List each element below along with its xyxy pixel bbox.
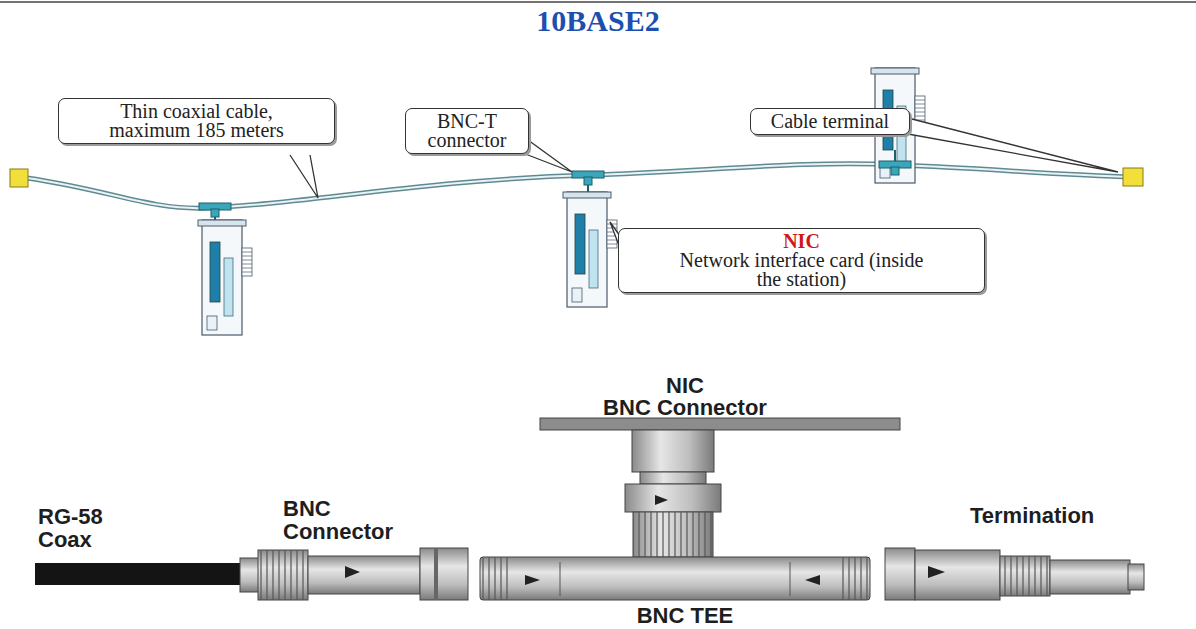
callout-text: Cable terminal — [760, 112, 900, 131]
callout-text: Network interface card (inside the stati… — [677, 251, 927, 289]
callout-box: Cable terminal — [750, 108, 910, 135]
part-label: NIC — [590, 374, 780, 397]
callout-box: BNC-T connector — [405, 108, 529, 154]
callout-box: NICNetwork interface card (inside the st… — [618, 228, 985, 293]
part-label: BNC TEE — [590, 604, 780, 627]
part-label: BNC Connector — [590, 396, 780, 419]
callout-text: Thin coaxial cable, maximum 185 meters — [81, 102, 313, 140]
callout-box: Thin coaxial cable, maximum 185 meters — [58, 98, 335, 144]
part-label: Termination — [970, 504, 1140, 527]
callout-heading: NIC — [652, 232, 952, 251]
diagram-title: 10BASE2 — [0, 4, 1196, 38]
part-label: BNC Connector — [283, 497, 403, 543]
part-label: RG-58 Coax — [38, 505, 128, 551]
callout-text: BNC-T connector — [415, 112, 519, 150]
